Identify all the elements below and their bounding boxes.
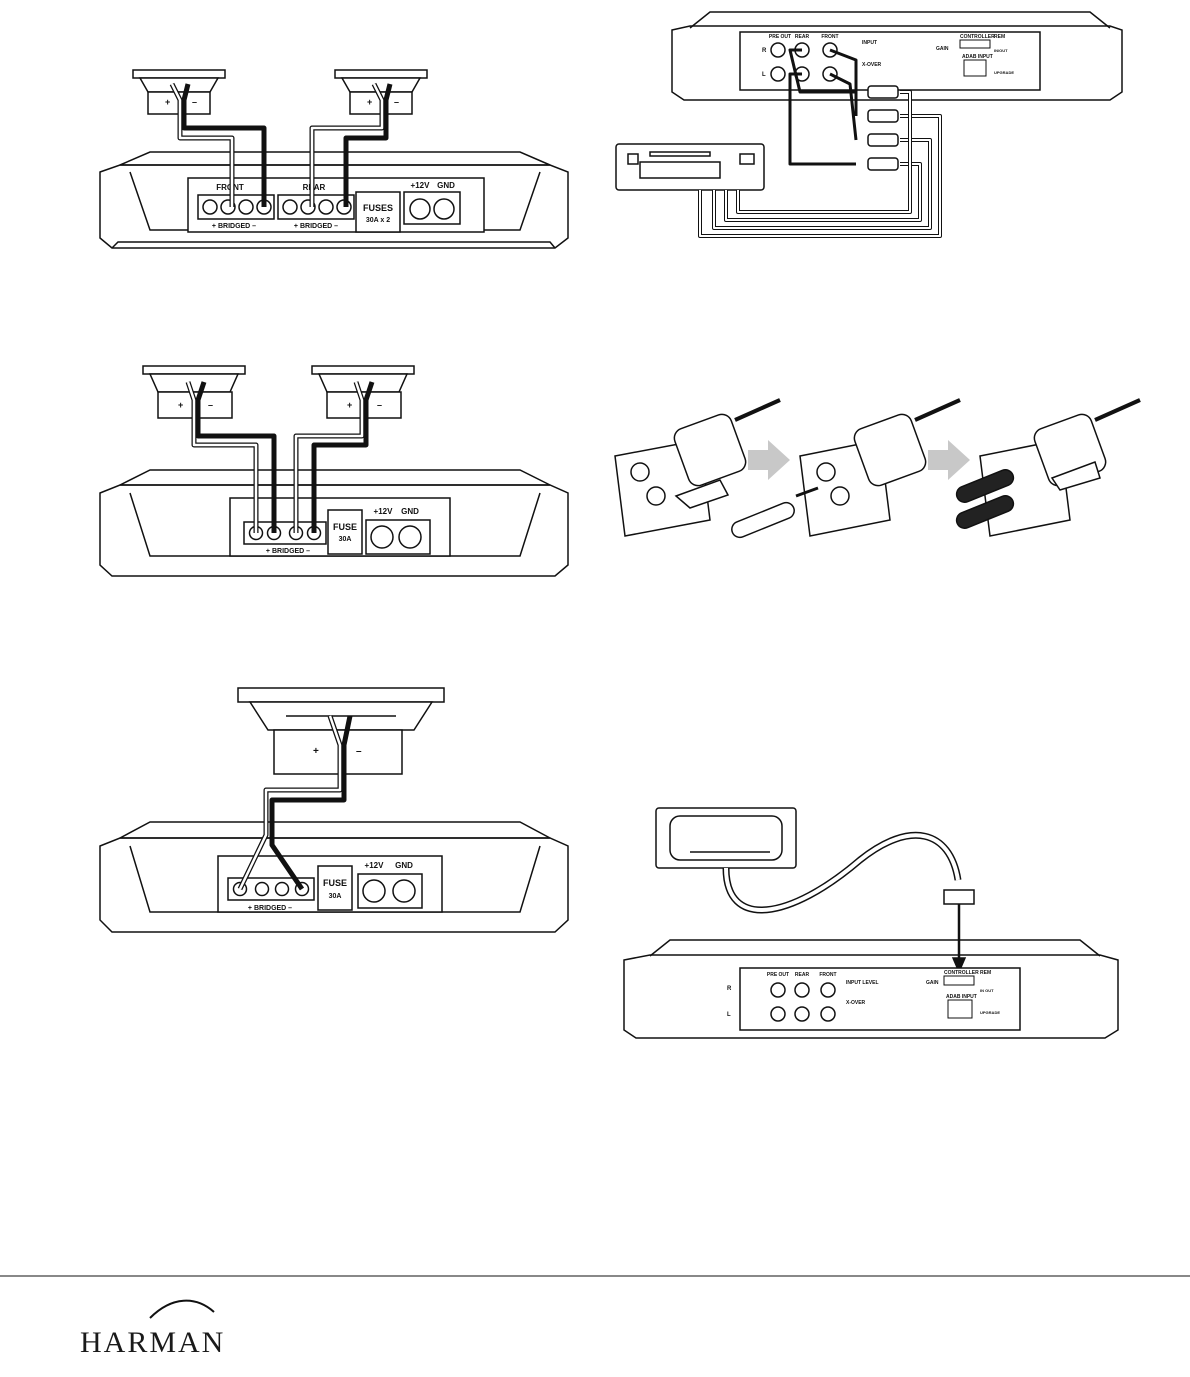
remote-controller-unit xyxy=(655,807,797,869)
svg-text:–: – xyxy=(356,746,362,757)
rear-label: REAR xyxy=(795,34,810,40)
ground-label: GND xyxy=(395,861,413,870)
amplifier-body xyxy=(623,939,1119,1039)
terminal-step-1 xyxy=(614,398,781,537)
speaker-wires xyxy=(169,82,393,207)
svg-text:+: + xyxy=(313,746,319,757)
speaker-wires xyxy=(237,715,353,891)
arrow-step-2 xyxy=(928,440,970,480)
power-label: +12V xyxy=(374,507,394,516)
svg-text:–: – xyxy=(377,400,382,410)
fuse-label: FUSES xyxy=(363,203,393,213)
harman-logo: HARMAN xyxy=(80,1299,225,1359)
svg-text:–: – xyxy=(394,97,399,107)
adab-input-label: ADAB INPUT xyxy=(946,994,977,1000)
rear-label: REAR xyxy=(795,972,810,978)
speaker-left: + – xyxy=(132,69,226,115)
fuse-rating: 30A xyxy=(339,536,352,543)
right-label: R xyxy=(762,48,767,54)
remote-label: REM xyxy=(994,34,1005,40)
diagram-remote-controller: PRE OUT REAR FRONT R L INPUT LEVEL X-OVE… xyxy=(623,807,1119,1039)
remote-label: REM xyxy=(980,970,991,976)
controller-cable xyxy=(722,831,962,914)
bridged-label: + BRIDGED – xyxy=(248,905,292,912)
diagram-bridged-mono: + BRIDGED – FUSE 30A +12V GND + – xyxy=(99,687,569,933)
bridged-label-front: + BRIDGED – xyxy=(212,223,256,230)
fuse-rating: 30A x 2 xyxy=(366,217,390,224)
diagram-terminal-insertion xyxy=(614,398,1141,539)
fuse-block: FUSE 30A xyxy=(327,509,363,555)
brand-name: HARMAN xyxy=(80,1326,225,1359)
svg-text:+: + xyxy=(165,97,170,107)
power-label: +12V xyxy=(365,861,385,870)
controller-label: CONTROLLER xyxy=(944,970,979,976)
pre-out-label: PRE OUT xyxy=(769,34,791,40)
in-out-label: IN/OUT xyxy=(994,48,1008,53)
fuse-rating: 30A xyxy=(329,893,342,900)
arrow-step-1 xyxy=(748,440,790,480)
front-label: FRONT xyxy=(819,972,836,978)
controller-label: CONTROLLER xyxy=(960,34,995,40)
upgrade-label: UPGRADE xyxy=(994,70,1014,75)
diagram-four-channel-stereo: FRONT + BRIDGED – REAR + BRIDGED – FUSES… xyxy=(99,69,569,249)
head-unit xyxy=(615,143,765,191)
diagram-bridged-two-channel: + BRIDGED – FUSE 30A +12V GND + – + – xyxy=(99,365,569,577)
xover-label: X-OVER xyxy=(846,1000,866,1006)
left-label: L xyxy=(727,1012,731,1018)
fuse-block: FUSE 30A xyxy=(317,865,353,911)
input-level-label: INPUT LEVEL xyxy=(846,980,879,986)
svg-text:+: + xyxy=(367,97,372,107)
remote-amp-panel: PRE OUT REAR FRONT R L INPUT LEVEL X-OVE… xyxy=(727,970,1000,1022)
speaker-wires xyxy=(185,381,375,533)
input-label: INPUT xyxy=(862,40,877,46)
fuse-block: FUSES 30A x 2 xyxy=(355,191,401,233)
bridged-label-rear: + BRIDGED – xyxy=(294,223,338,230)
ground-label: GND xyxy=(437,181,455,190)
logo-swoosh xyxy=(149,1299,215,1319)
diagram-rca-inputs: PRE OUT REAR FRONT R L INPUT X-OVER GAIN… xyxy=(615,11,1123,238)
pre-out-label: PRE OUT xyxy=(767,972,789,978)
terminal-step-3 xyxy=(955,398,1141,537)
rca-cables xyxy=(698,48,942,238)
fuse-label: FUSE xyxy=(333,522,357,532)
controller-connector xyxy=(943,889,975,974)
power-terminal-block: +12V GND xyxy=(357,861,423,909)
power-terminal-block: +12V GND xyxy=(365,507,431,555)
left-label: L xyxy=(762,72,766,78)
svg-text:+: + xyxy=(347,400,352,410)
rca-plugs xyxy=(867,85,899,171)
adab-input-label: ADAB INPUT xyxy=(962,54,993,60)
fuse-label: FUSE xyxy=(323,878,347,888)
ground-label: GND xyxy=(401,507,419,516)
in-out-label: IN OUT xyxy=(980,988,994,993)
right-label: R xyxy=(727,986,732,992)
xover-label: X-OVER xyxy=(862,62,882,68)
gain-label: GAIN xyxy=(936,46,949,52)
power-terminal-block: +12V GND xyxy=(403,181,461,225)
upgrade-label: UPGRADE xyxy=(980,1010,1000,1015)
svg-text:–: – xyxy=(192,97,197,107)
front-label: FRONT xyxy=(821,34,838,40)
bridged-label: + BRIDGED – xyxy=(266,548,310,555)
gain-label: GAIN xyxy=(926,980,939,986)
svg-text:+: + xyxy=(178,400,183,410)
terminal-step-2 xyxy=(731,398,961,539)
power-label: +12V xyxy=(411,181,431,190)
svg-text:–: – xyxy=(208,400,213,410)
